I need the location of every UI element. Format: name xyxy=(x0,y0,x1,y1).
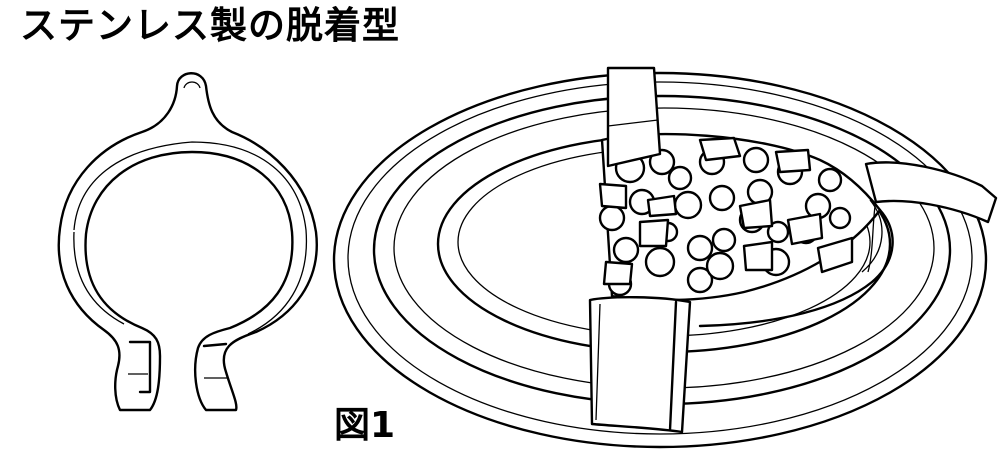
figure-caption: 図1 xyxy=(334,405,396,446)
figure-title: ステンレス製の脱着型 xyxy=(20,4,400,47)
c-ring-clip-drawing xyxy=(57,72,318,412)
oval-tray-with-stones-drawing xyxy=(332,66,998,449)
